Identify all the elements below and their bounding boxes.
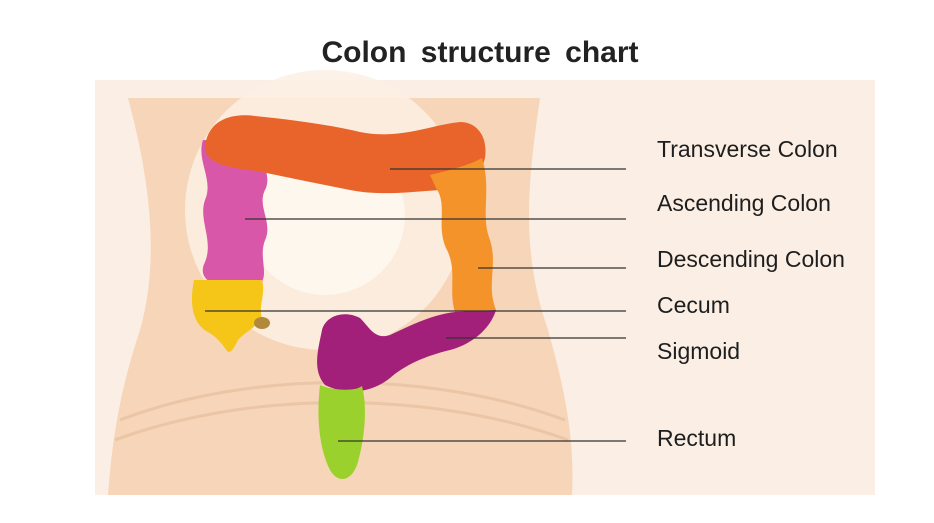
label-rectum: Rectum: [657, 425, 737, 451]
rectum: [318, 385, 365, 480]
diagram-title: Colon structure chart: [321, 36, 639, 69]
sigmoid-colon: [317, 310, 496, 392]
label-cecum: Cecum: [657, 292, 730, 318]
appendix: [254, 317, 270, 329]
label-transverse-colon: Transverse Colon: [657, 136, 838, 162]
label-descending-colon: Descending Colon: [657, 246, 845, 272]
cecum: [191, 280, 264, 352]
descending-colon: [430, 158, 496, 312]
label-ascending-colon: Ascending Colon: [657, 190, 831, 216]
transverse-colon: [205, 115, 486, 194]
label-sigmoid: Sigmoid: [657, 338, 741, 364]
ascending-colon: [201, 140, 268, 282]
